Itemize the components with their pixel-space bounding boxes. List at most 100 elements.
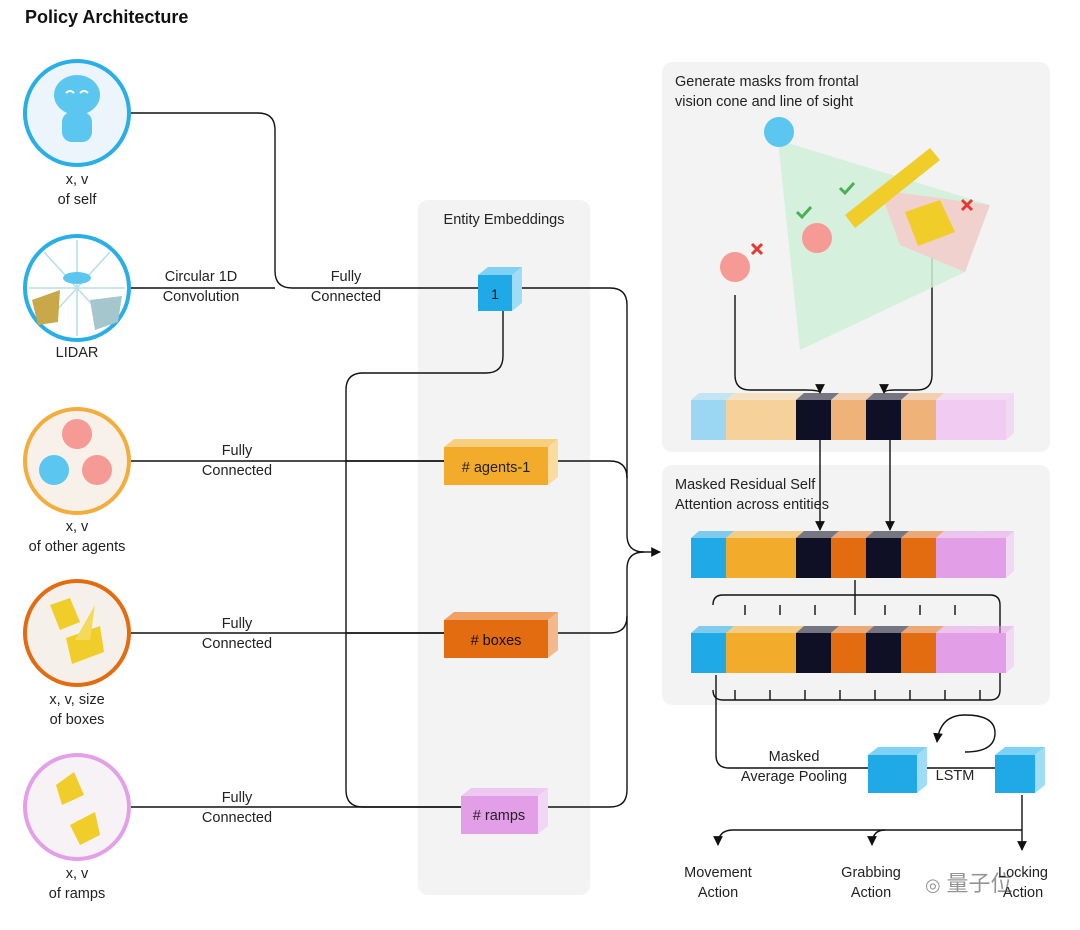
entity-cell-masked xyxy=(796,633,831,673)
embedding-boxes xyxy=(444,612,558,658)
watermark: ◎ 量子位 xyxy=(925,872,1013,897)
connector-lines xyxy=(130,112,1027,851)
entity-row-side xyxy=(1006,531,1014,578)
entity-cell-top xyxy=(796,393,839,400)
entity-cell-top xyxy=(691,626,734,633)
input-ramps xyxy=(23,753,131,861)
embedding-ramps xyxy=(461,788,548,834)
input-self xyxy=(23,59,131,167)
entity-cell-top xyxy=(971,626,1014,633)
entity-cell-top xyxy=(971,531,1014,538)
lidar-label: LIDAR xyxy=(55,345,99,361)
entity-row-side xyxy=(1006,393,1014,440)
entity-cell-self xyxy=(691,400,726,440)
embedding-agents-label: # agents-1 xyxy=(462,460,531,476)
entity-cell-top xyxy=(761,626,804,633)
input-boxes xyxy=(23,579,131,687)
entity-cell-top xyxy=(866,393,909,400)
entity-cell-boxes xyxy=(831,400,866,440)
entity-cell-boxes xyxy=(831,633,866,673)
entity-cell-ramps xyxy=(971,633,1006,673)
attention-row-1 xyxy=(691,531,1014,578)
pooling-cube xyxy=(868,747,927,793)
entity-cell-agents xyxy=(726,633,761,673)
check-icon xyxy=(795,205,813,220)
entity-cell-top xyxy=(831,531,874,538)
entity-cell-boxes xyxy=(901,400,936,440)
check-icon xyxy=(838,181,856,196)
entity-cell-ramps xyxy=(936,538,971,578)
entity-cell-top xyxy=(866,626,909,633)
entity-cell-top xyxy=(936,626,979,633)
entity-cell-masked xyxy=(796,538,831,578)
entity-cell-top xyxy=(691,531,734,538)
wechat-icon: ◎ xyxy=(925,875,947,896)
embeddings-heading: Entity Embeddings xyxy=(444,212,565,228)
entity-cell-agents xyxy=(761,538,796,578)
entity-cell-top xyxy=(726,626,769,633)
entity-cell-boxes xyxy=(901,633,936,673)
entity-cell-top xyxy=(761,531,804,538)
entity-cell-top xyxy=(831,626,874,633)
entity-cell-top xyxy=(936,531,979,538)
entity-cell-top xyxy=(901,531,944,538)
entity-cell-agents xyxy=(761,633,796,673)
lstm-label: LSTM xyxy=(936,768,975,784)
input-agents xyxy=(23,407,131,515)
entity-cell-ramps xyxy=(936,400,971,440)
entity-cell-top xyxy=(936,393,979,400)
entity-cell-top xyxy=(726,531,769,538)
entity-cell-masked xyxy=(866,633,901,673)
entity-cell-top xyxy=(901,393,944,400)
entity-cell-ramps xyxy=(971,538,1006,578)
entity-cell-boxes xyxy=(901,538,936,578)
attention-row-2 xyxy=(691,626,1014,673)
entity-cell-self xyxy=(691,633,726,673)
entity-cell-agents xyxy=(761,400,796,440)
entity-cell-top xyxy=(866,531,909,538)
entity-cell-agents xyxy=(726,538,761,578)
entity-cell-top xyxy=(796,531,839,538)
embedding-self xyxy=(478,267,522,311)
entity-cell-ramps xyxy=(971,400,1006,440)
entity-cell-ramps xyxy=(936,633,971,673)
page-title: Policy Architecture xyxy=(25,7,189,27)
cross-icon xyxy=(960,198,974,212)
embeddings-panel xyxy=(418,200,590,895)
input-lidar xyxy=(23,234,131,342)
embedding-ramps-label: # ramps xyxy=(473,808,525,824)
entity-cell-self xyxy=(691,538,726,578)
entity-cell-top xyxy=(761,393,804,400)
embedding-agents xyxy=(444,439,558,485)
cross-icon xyxy=(750,242,764,256)
entity-row-side xyxy=(1006,626,1014,673)
entity-cell-top xyxy=(901,626,944,633)
embedding-self-label: 1 xyxy=(491,286,499,302)
entity-cell-boxes xyxy=(831,538,866,578)
entity-cell-masked xyxy=(866,538,901,578)
entity-cell-masked xyxy=(796,400,831,440)
mask-row xyxy=(691,393,1014,440)
lstm-cube xyxy=(995,747,1045,793)
entity-cell-masked xyxy=(866,400,901,440)
entity-cell-agents xyxy=(726,400,761,440)
entity-cell-top xyxy=(971,393,1014,400)
entity-cell-top xyxy=(691,393,734,400)
entity-cell-top xyxy=(796,626,839,633)
